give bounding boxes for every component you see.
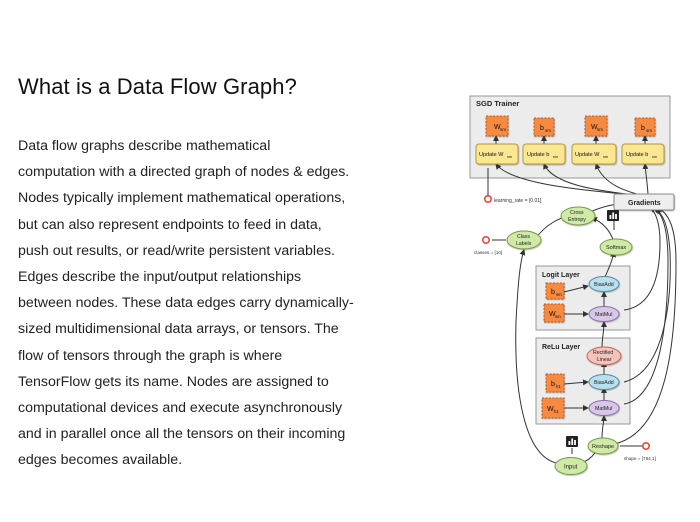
cross-entropy-node: Cross Entropy	[560, 206, 596, 226]
sgd-trainer-group	[469, 95, 671, 179]
variable-b-sm-2: b sm	[634, 117, 656, 137]
variable-w-sm-1: W sm	[485, 115, 509, 137]
svg-text:Update b: Update b	[626, 152, 648, 158]
svg-text:sm: sm	[646, 128, 652, 133]
svg-text:sm: sm	[500, 127, 506, 132]
svg-text:sm: sm	[597, 127, 603, 132]
logit-weight-variable: W sm	[543, 303, 565, 323]
sgd-trainer-label: SGD Trainer	[476, 99, 519, 108]
paragraph-line: push out results, or read/write persiste…	[18, 242, 336, 259]
relu-layer-label: ReLu Layer	[542, 344, 580, 351]
histogram-icon	[607, 210, 619, 221]
svg-text:h1: h1	[556, 384, 561, 389]
paragraph-line: computation with a directed graph of nod…	[18, 164, 350, 181]
paragraph-line: between nodes. These data edges carry dy…	[18, 295, 354, 312]
svg-text:Cross: Cross	[570, 210, 584, 216]
svg-text:sm: sm	[507, 155, 512, 159]
svg-text:sm: sm	[652, 155, 657, 159]
relu-biasadd-node: BiasAdd	[588, 374, 620, 390]
svg-text:b: b	[551, 289, 555, 296]
svg-text:Update W: Update W	[479, 152, 504, 158]
update-w-sm-node-2: Update W sm	[571, 143, 617, 165]
svg-text:Input: Input	[564, 465, 578, 471]
svg-text:W: W	[549, 311, 556, 318]
svg-text:sm: sm	[603, 155, 608, 159]
paragraph-line: and in parallel once all the tensors on …	[18, 426, 346, 443]
svg-text:Class: Class	[517, 234, 530, 240]
logit-matmul-node: MatMul	[588, 306, 620, 322]
svg-text:Softmax: Softmax	[606, 245, 626, 251]
class-labels-node: Class Labels	[506, 230, 542, 250]
input-node: Input	[554, 457, 588, 475]
classes-marker	[481, 236, 490, 245]
paragraph-line: flow of tensors through the graph is whe…	[18, 347, 283, 364]
paragraph-line: sized multidimensional data arrays, or t…	[18, 321, 339, 338]
classes-label: classes = [10]	[474, 250, 502, 255]
svg-text:b: b	[540, 125, 544, 132]
relu-bias-variable: b h1	[545, 373, 565, 393]
svg-text:MatMul: MatMul	[595, 312, 612, 318]
paragraph-line: TensorFlow gets its name. Nodes are assi…	[18, 373, 329, 390]
update-b-sm-node-1: Update b sm	[522, 143, 566, 165]
page-title: What is a Data Flow Graph?	[18, 74, 297, 99]
description-paragraph: Data flow graphs describe mathematical c…	[18, 133, 388, 474]
learning-rate-marker	[483, 195, 492, 204]
svg-text:h1: h1	[554, 409, 559, 414]
update-b-sm-node-2: Update b sm	[621, 143, 665, 165]
svg-text:W: W	[547, 406, 554, 413]
variable-w-sm-2: W sm	[584, 115, 608, 137]
gradients-node: Gradients	[613, 193, 675, 211]
logit-bias-variable: b sm	[545, 282, 565, 300]
svg-text:Gradients: Gradients	[628, 200, 661, 207]
shape-marker	[642, 441, 651, 450]
update-w-sm-node-1: Update W sm	[475, 143, 519, 165]
histogram-icon	[566, 436, 578, 447]
svg-text:sm: sm	[556, 292, 562, 297]
paragraph-line: computational devices and execute asynch…	[18, 400, 343, 417]
softmax-node: Softmax	[599, 238, 633, 256]
svg-text:W: W	[494, 124, 501, 131]
svg-text:Reshape: Reshape	[592, 444, 614, 450]
relu-matmul-node: MatMul	[588, 400, 620, 416]
svg-text:Update W: Update W	[575, 152, 600, 158]
variable-b-sm-1: b sm	[533, 117, 555, 137]
shape-label: shape = [784,1]	[624, 456, 656, 461]
svg-text:W: W	[591, 124, 598, 131]
logit-biasadd-node: BiasAdd	[588, 276, 620, 292]
rectified-linear-node: Rectified Linear	[586, 346, 622, 366]
paragraph-line: Nodes typically implement mathematical o…	[18, 190, 346, 207]
paragraph-line: Edges describe the input/output relation…	[18, 269, 302, 286]
data-flow-graph-diagram: SGD Trainer Logit Layer ReLu Layer	[464, 92, 688, 482]
svg-text:MatMul: MatMul	[595, 406, 612, 412]
logit-layer-label: Logit Layer	[542, 272, 580, 279]
paragraph-line: Data flow graphs describe mathematical	[18, 138, 271, 154]
svg-text:Linear: Linear	[597, 357, 612, 363]
svg-text:b: b	[551, 381, 555, 388]
svg-text:sm: sm	[553, 155, 558, 159]
svg-text:Rectified: Rectified	[593, 350, 613, 356]
svg-text:Update b: Update b	[527, 152, 549, 158]
reshape-node: Reshape	[587, 437, 619, 455]
relu-weight-variable: W h1	[541, 397, 565, 419]
learning-rate-label: learning_rate = [0.01]	[494, 198, 542, 204]
paragraph-line: but can also represent endpoints to feed…	[18, 216, 322, 233]
svg-text:BiasAdd: BiasAdd	[594, 380, 614, 386]
diagram-svg: SGD Trainer Logit Layer ReLu Layer	[469, 95, 677, 475]
svg-text:b: b	[641, 125, 645, 132]
svg-text:sm: sm	[555, 314, 561, 319]
svg-text:Entropy: Entropy	[568, 217, 586, 223]
paragraph-line: edges becomes available.	[18, 452, 183, 469]
svg-text:Labels: Labels	[516, 241, 532, 247]
svg-text:sm: sm	[545, 128, 551, 133]
svg-text:BiasAdd: BiasAdd	[594, 282, 614, 288]
